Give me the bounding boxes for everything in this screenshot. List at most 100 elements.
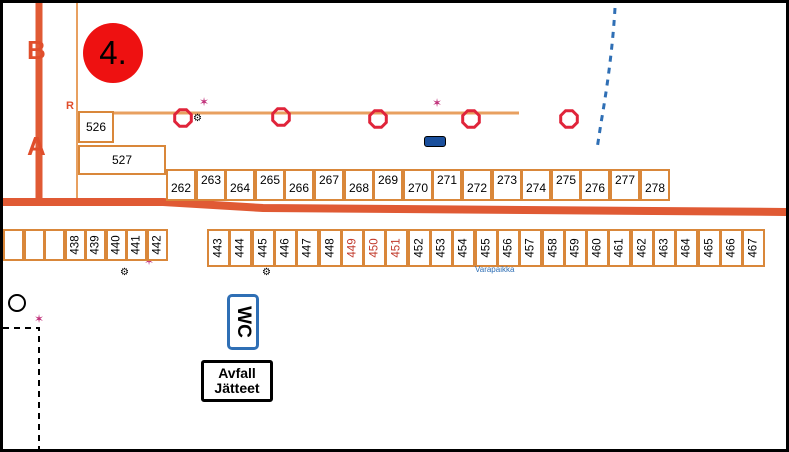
campsite-lot[interactable]: 441 xyxy=(126,229,147,261)
campsite-lot[interactable]: 277 xyxy=(610,169,640,201)
lot-number: 445 xyxy=(257,238,270,258)
lot-number: 440 xyxy=(110,235,123,255)
lot-number: 276 xyxy=(584,181,606,195)
tree-icon xyxy=(368,109,388,129)
campsite-lot[interactable]: 446 xyxy=(274,229,297,267)
campsite-lot[interactable]: 458 xyxy=(542,229,565,267)
campsite-lot[interactable]: 467 xyxy=(742,229,765,267)
lot-number: 453 xyxy=(435,238,448,258)
campsite-lot[interactable]: 459 xyxy=(564,229,587,267)
campsite-lot[interactable]: 450 xyxy=(363,229,386,267)
campsite-lot[interactable]: 442 xyxy=(147,229,168,261)
campsite-lot[interactable]: 439 xyxy=(85,229,106,261)
campsite-lot[interactable]: 463 xyxy=(653,229,676,267)
lot-number: 438 xyxy=(69,235,82,255)
campsite-lot[interactable]: 457 xyxy=(519,229,542,267)
campsite-lot[interactable]: 272 xyxy=(462,169,492,201)
campsite-lot[interactable]: 444 xyxy=(229,229,252,267)
lot-number: 467 xyxy=(747,238,760,258)
lot-number: 463 xyxy=(658,238,671,258)
water-tap-icon: ⚙ xyxy=(262,267,271,278)
lot-number: 441 xyxy=(130,235,143,255)
lot-number: 439 xyxy=(89,235,102,255)
dashed-trail xyxy=(595,7,617,150)
wc-label: WC xyxy=(233,306,254,338)
campsite-lot[interactable]: 466 xyxy=(720,229,743,267)
trees xyxy=(173,107,579,129)
campsite-lot[interactable]: 263 xyxy=(196,169,226,201)
campsite-lot[interactable]: 275 xyxy=(551,169,581,201)
campsite-lot[interactable]: 465 xyxy=(698,229,721,267)
campsite-lot[interactable]: 527 xyxy=(78,145,166,175)
lot-number: 527 xyxy=(111,153,133,167)
lot-number: 465 xyxy=(703,238,716,258)
campsite-lot[interactable]: 460 xyxy=(586,229,609,267)
campsite-lot[interactable]: 270 xyxy=(403,169,433,201)
campsite-lot[interactable]: 449 xyxy=(341,229,364,267)
lot-number: 456 xyxy=(502,238,515,258)
waste-station-sign[interactable]: Avfall Jätteet xyxy=(201,360,273,402)
campsite-lot[interactable]: 438 xyxy=(65,229,86,261)
lot-number: 450 xyxy=(368,238,381,258)
wc-sign[interactable]: WC xyxy=(227,294,259,350)
flag-marker-icon: ✶ xyxy=(144,254,154,268)
campsite-lot[interactable]: 269 xyxy=(373,169,403,201)
campsite-lot[interactable]: 262 xyxy=(166,169,196,201)
campsite-lot[interactable]: 445 xyxy=(252,229,275,267)
water-tap-icon: ⚙ xyxy=(193,113,202,124)
dashed-boundary xyxy=(3,327,40,449)
campsite-lot[interactable]: 454 xyxy=(452,229,475,267)
campsite-lot[interactable]: 276 xyxy=(580,169,610,201)
reserve-label: Varapaikka xyxy=(475,265,515,274)
campsite-lot[interactable] xyxy=(24,229,45,261)
lot-number: 443 xyxy=(212,238,225,258)
lot-number: 269 xyxy=(377,173,399,187)
campsite-lot[interactable]: 453 xyxy=(430,229,453,267)
campsite-lot[interactable]: 440 xyxy=(106,229,127,261)
lot-number: 447 xyxy=(301,238,314,258)
lot-number: 275 xyxy=(555,173,577,187)
campsite-lot[interactable]: 273 xyxy=(492,169,522,201)
lot-number: 272 xyxy=(466,181,488,195)
campsite-lot[interactable]: 455 xyxy=(475,229,498,267)
lot-number: 444 xyxy=(234,238,247,258)
waste-label-2: Jätteet xyxy=(214,380,260,396)
lot-number: 266 xyxy=(288,181,310,195)
campsite-lot[interactable]: 462 xyxy=(631,229,654,267)
lot-number: 264 xyxy=(229,181,251,195)
lot-number: 270 xyxy=(407,181,429,195)
campsite-lot[interactable] xyxy=(44,229,65,261)
campsite-lot[interactable]: 464 xyxy=(675,229,698,267)
campsite-lot[interactable]: 268 xyxy=(344,169,374,201)
campsite-lot[interactable]: 452 xyxy=(408,229,431,267)
area-number-badge: 4. xyxy=(83,23,143,83)
water-tap-icon: ⚙ xyxy=(120,267,129,278)
lot-number: 274 xyxy=(525,181,547,195)
tree-icon xyxy=(559,109,579,129)
campsite-lot[interactable]: 265 xyxy=(255,169,285,201)
campsite-lot[interactable]: 447 xyxy=(296,229,319,267)
campsite-lot[interactable]: 266 xyxy=(284,169,314,201)
tree-icon xyxy=(173,108,193,128)
lot-number: 458 xyxy=(547,238,560,258)
campsite-lot[interactable]: 274 xyxy=(521,169,551,201)
road-network: ✶✶✶✶✶✶ xyxy=(3,3,786,449)
campsite-lot[interactable]: 448 xyxy=(319,229,342,267)
campsite-lot[interactable]: 267 xyxy=(314,169,344,201)
campsite-lot[interactable]: 456 xyxy=(497,229,520,267)
campsite-lot[interactable]: 461 xyxy=(608,229,631,267)
campsite-lot[interactable]: 264 xyxy=(225,169,255,201)
campsite-lot[interactable]: 451 xyxy=(385,229,408,267)
campsite-lot[interactable]: 526 xyxy=(78,111,114,143)
tree-icon xyxy=(8,294,26,312)
lot-number: 455 xyxy=(480,238,493,258)
campsite-lot[interactable]: 271 xyxy=(432,169,462,201)
lot-number: 461 xyxy=(613,238,626,258)
lot-number: 262 xyxy=(170,181,192,195)
road-label-b: B xyxy=(27,35,46,65)
campsite-lot[interactable]: 278 xyxy=(640,169,670,201)
campsite-lot[interactable]: 443 xyxy=(207,229,230,267)
lot-number: 526 xyxy=(85,120,107,134)
campsite-lot[interactable] xyxy=(3,229,24,261)
lot-number: 460 xyxy=(591,238,604,258)
